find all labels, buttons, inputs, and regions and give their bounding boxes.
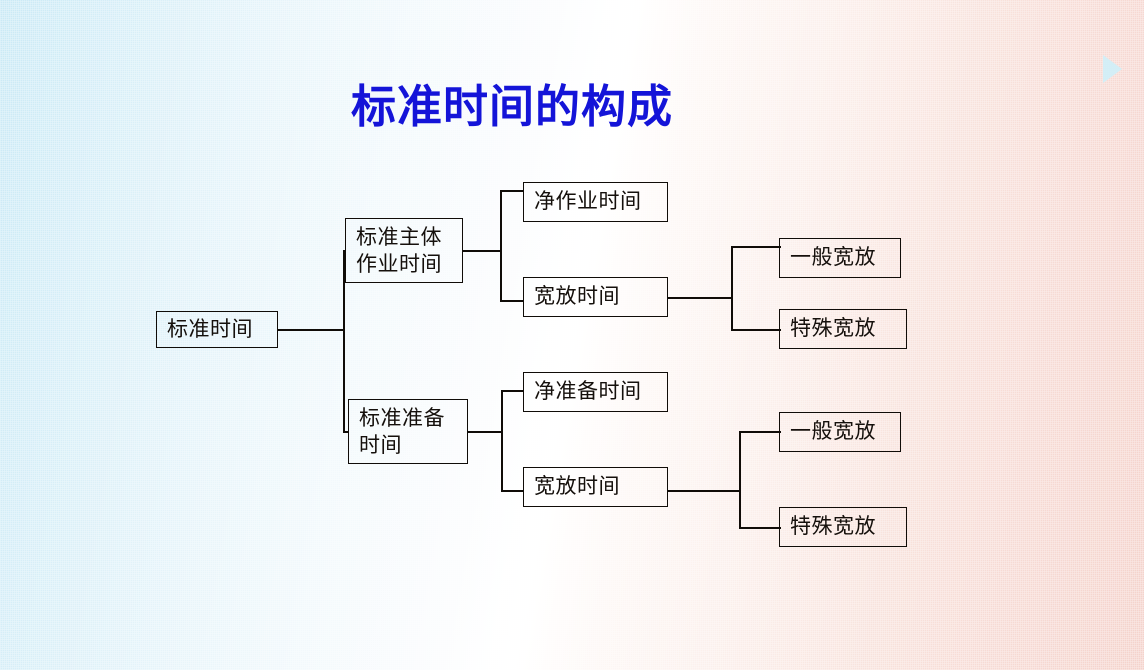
node-allowance-time-bottom[interactable]: 宽放时间 xyxy=(523,467,668,507)
connector-allowance-bottom-spine xyxy=(739,431,741,528)
node-net-setup-time[interactable]: 净准备时间 xyxy=(523,372,668,412)
connector-allowance-top-spine xyxy=(731,246,733,330)
play-next-arrow-icon[interactable] xyxy=(1103,55,1122,83)
connector-root-to-level2-bottom xyxy=(343,431,348,433)
connector-l2top-stub xyxy=(463,250,501,252)
node-line-2: 时间 xyxy=(359,433,402,458)
node-special-allowance-bottom[interactable]: 特殊宽放 xyxy=(779,507,907,547)
node-general-allowance-bottom[interactable]: 一般宽放 xyxy=(779,412,901,452)
node-special-allowance-top[interactable]: 特殊宽放 xyxy=(779,309,907,349)
node-line-2: 作业时间 xyxy=(356,252,442,277)
connector-l2top-spine xyxy=(500,190,502,302)
node-line-1: 标准主体 xyxy=(356,225,442,249)
connector-allowance-bottom-stub xyxy=(668,490,741,492)
node-net-operation-time[interactable]: 净作业时间 xyxy=(523,182,668,222)
node-line-1: 标准准备 xyxy=(359,406,445,430)
connector-l2bottom-to-allowance xyxy=(501,490,524,492)
node-allowance-time-top[interactable]: 宽放时间 xyxy=(523,277,668,317)
connector-root-stub xyxy=(278,329,344,331)
connector-allowance-top-to-special xyxy=(731,329,781,331)
connector-allowance-top-to-general xyxy=(731,246,781,248)
connector-allowance-top-stub xyxy=(668,297,732,299)
node-general-allowance-top[interactable]: 一般宽放 xyxy=(779,238,901,278)
node-standard-main-operation-time[interactable]: 标准主体 作业时间 xyxy=(345,218,463,283)
connector-allowance-bottom-to-general xyxy=(739,431,781,433)
connector-l2bottom-spine xyxy=(501,390,503,491)
page-title: 标准时间的构成 xyxy=(350,80,673,133)
connector-l2top-to-allowance xyxy=(500,300,524,302)
node-root[interactable]: 标准时间 xyxy=(156,311,278,348)
connector-root-to-level2-top xyxy=(343,250,345,252)
connector-l2top-to-net-operation xyxy=(500,190,524,192)
connector-l2bottom-stub xyxy=(468,431,503,433)
node-standard-setup-time[interactable]: 标准准备 时间 xyxy=(348,399,468,464)
connector-l2bottom-to-net-setup xyxy=(501,390,524,392)
connector-allowance-bottom-to-special xyxy=(739,527,781,529)
connector-root-spine xyxy=(343,250,345,432)
